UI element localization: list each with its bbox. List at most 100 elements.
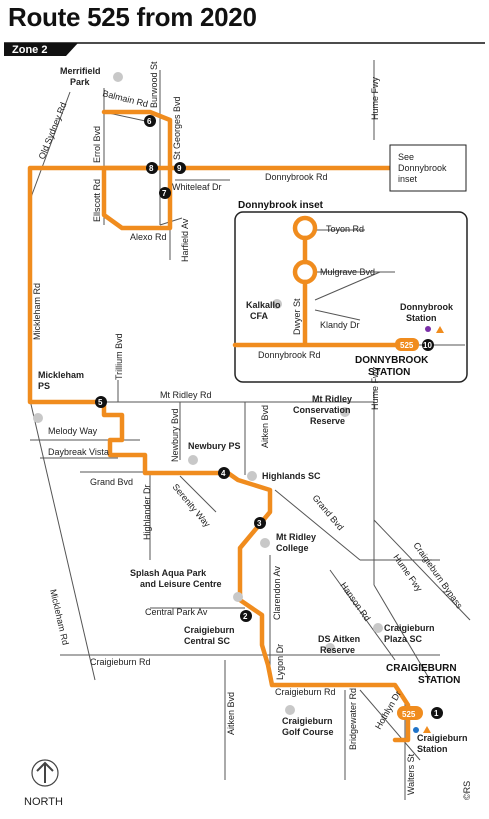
stop-10: 10 — [423, 341, 432, 350]
road-mickleham-south — [29, 399, 96, 681]
ref-code: ©RS — [462, 781, 472, 800]
svg-text:PS: PS — [38, 381, 50, 391]
zone-label: Zone 2 — [12, 44, 47, 56]
svg-text:Craigieburn: Craigieburn — [384, 623, 435, 633]
svg-text:Mt Ridley Rd: Mt Ridley Rd — [160, 390, 212, 400]
svg-text:Ellscott Rd: Ellscott Rd — [92, 179, 102, 222]
inset-title: Donnybrook inset — [238, 200, 324, 211]
svg-text:Melody Way: Melody Way — [48, 426, 98, 436]
svg-text:Trillium Bvd: Trillium Bvd — [114, 333, 124, 380]
page-title: Route 525 from 2020 — [8, 2, 257, 32]
train-icon — [436, 326, 444, 333]
svg-text:Harfield Av: Harfield Av — [180, 218, 190, 262]
svg-text:Craigieburn: Craigieburn — [417, 733, 468, 743]
svg-text:Splash Aqua Park: Splash Aqua Park — [130, 568, 207, 578]
inset-kalkallo-line1: Kalkallo — [246, 300, 281, 310]
svg-text:Reserve: Reserve — [310, 416, 345, 426]
svg-text:Hume Fwy: Hume Fwy — [370, 366, 380, 410]
svg-text:Craigieburn Rd: Craigieburn Rd — [90, 657, 151, 667]
svg-text:Newbury Bvd: Newbury Bvd — [170, 408, 180, 462]
svg-text:St Georges Bvd: St Georges Bvd — [172, 96, 182, 160]
poi-markers — [33, 72, 383, 715]
svg-text:Walters St: Walters St — [406, 753, 416, 795]
svg-text:Craigieburn: Craigieburn — [184, 625, 235, 635]
stop-2: 2 — [243, 612, 248, 621]
train-icon — [423, 726, 431, 733]
stop-7: 7 — [162, 189, 167, 198]
svg-text:Merrifield: Merrifield — [60, 66, 101, 76]
inset-toyon-label: Toyon Rd — [326, 224, 364, 234]
svg-text:and Leisure Centre: and Leisure Centre — [140, 579, 222, 589]
svg-text:Newbury PS: Newbury PS — [188, 441, 241, 451]
svg-text:Mickleham Rd: Mickleham Rd — [48, 588, 71, 646]
svg-text:Golf Course: Golf Course — [282, 727, 334, 737]
svg-text:See: See — [398, 152, 414, 162]
svg-text:College: College — [276, 543, 309, 553]
see-inset-box: See Donnybrook inset — [389, 144, 467, 192]
svg-text:Balmain Rd: Balmain Rd — [102, 88, 150, 109]
svg-text:Mt Ridley: Mt Ridley — [312, 394, 352, 404]
stop-3: 3 — [257, 519, 262, 528]
stop-4: 4 — [221, 469, 226, 478]
arrow-up-icon — [36, 761, 54, 783]
inset-station-big-line1: DONNYBROOK — [355, 355, 429, 366]
svg-text:DS Aitken: DS Aitken — [318, 634, 360, 644]
road-old-sydney — [29, 91, 71, 201]
svg-text:Donnybrook: Donnybrook — [398, 163, 447, 173]
stop-8: 8 — [149, 164, 154, 173]
inset-kalkallo-line2: CFA — [250, 311, 269, 321]
inset-station-big-line2: STATION — [368, 367, 410, 378]
inset-station-line1: Donnybrook — [400, 302, 454, 312]
route-525-line — [27, 109, 433, 743]
north-arrow: NORTH — [24, 759, 63, 808]
svg-text:Bridgewater Rd: Bridgewater Rd — [348, 688, 358, 750]
stop-1: 1 — [434, 709, 439, 718]
svg-text:Plaza SC: Plaza SC — [384, 634, 423, 644]
svg-text:Hume Fwy: Hume Fwy — [370, 76, 380, 120]
svg-text:Clarendon Av: Clarendon Av — [272, 566, 282, 620]
svg-text:Serenity Way: Serenity Way — [170, 482, 212, 530]
svg-text:STATION: STATION — [418, 675, 460, 686]
svg-text:Whiteleaf Dr: Whiteleaf Dr — [172, 182, 222, 192]
svg-text:Highlander Dr: Highlander Dr — [142, 484, 152, 540]
svg-text:Burwood St: Burwood St — [149, 61, 159, 108]
inset-station-line2: Station — [406, 313, 437, 323]
svg-text:Aitken Bvd: Aitken Bvd — [226, 692, 236, 735]
svg-text:Mickleham: Mickleham — [38, 370, 84, 380]
inset-donnybrook-rd-label: Donnybrook Rd — [258, 350, 321, 360]
svg-text:CRAIGIEBURN: CRAIGIEBURN — [386, 663, 457, 674]
svg-text:Errol Bvd: Errol Bvd — [92, 126, 102, 163]
donnybrook-inset: Donnybrook inset Toyon Rd Mulgrave Bvd D… — [232, 200, 468, 383]
svg-text:Hume Fwy: Hume Fwy — [391, 552, 424, 593]
svg-text:Reserve: Reserve — [320, 645, 355, 655]
svg-text:Craigieburn: Craigieburn — [282, 716, 333, 726]
inset-dwyer-label: Dwyer St — [292, 298, 302, 335]
place-labels: Merrifield Park Mickleham PS Mt Ridley C… — [38, 66, 468, 754]
svg-text:Donnybrook Rd: Donnybrook Rd — [265, 172, 328, 182]
svg-text:Old Sydney Rd: Old Sydney Rd — [37, 101, 69, 161]
inset-mulgrave-label: Mulgrave Bvd — [320, 267, 375, 277]
svg-text:Alexo Rd: Alexo Rd — [130, 232, 167, 242]
stop-markers: 1 2 3 4 5 6 7 8 9 525 — [95, 115, 443, 733]
svg-text:Mickleham Rd: Mickleham Rd — [32, 283, 42, 340]
svg-text:Park: Park — [70, 77, 91, 87]
svg-text:Hanson Rd: Hanson Rd — [338, 580, 372, 623]
svg-text:Conservation: Conservation — [293, 405, 351, 415]
svg-text:Central SC: Central SC — [184, 636, 231, 646]
svg-text:Grand Bvd: Grand Bvd — [310, 493, 345, 532]
road-craigieburn-bypass — [373, 519, 471, 621]
svg-text:Central Park Av: Central Park Av — [145, 607, 208, 617]
svg-text:Mt Ridley: Mt Ridley — [276, 532, 316, 542]
stop-9: 9 — [177, 164, 182, 173]
stop-5: 5 — [98, 398, 103, 407]
svg-text:Grand Bvd: Grand Bvd — [90, 477, 133, 487]
svg-text:Aitken Bvd: Aitken Bvd — [260, 405, 270, 448]
inset-route-badge: 525 — [400, 341, 414, 350]
svg-text:Lygon Dr: Lygon Dr — [275, 644, 285, 680]
bus-icon — [413, 727, 419, 733]
stop-6: 6 — [147, 117, 152, 126]
inset-klandy-label: Klandy Dr — [320, 320, 360, 330]
north-label: NORTH — [24, 796, 63, 808]
svg-text:Station: Station — [417, 744, 448, 754]
